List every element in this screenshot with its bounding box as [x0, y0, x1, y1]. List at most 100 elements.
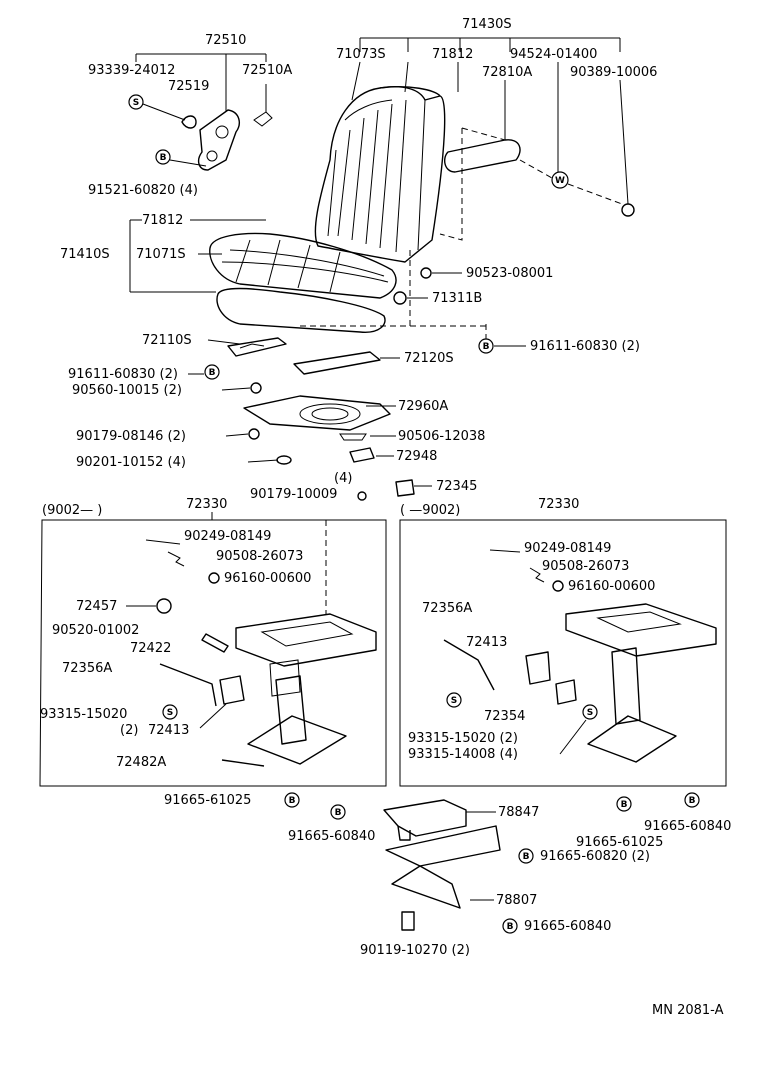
label-90249-left: 90249-08149 [184, 529, 271, 544]
washer-90201 [276, 455, 292, 465]
label-91665-60840-left: 91665-60840 [288, 829, 375, 844]
label-72510: 72510 [205, 33, 246, 48]
pedestal-right [565, 603, 717, 763]
lever-72356A-right [443, 639, 495, 691]
label-71073S: 71073S [336, 47, 386, 62]
label-72422: 72422 [130, 641, 171, 656]
label-90523-08001: 90523-08001 [466, 266, 553, 281]
label-93315-15020-right: 93315-15020 (2) [408, 731, 518, 746]
label-72110S: 72110S [142, 333, 192, 348]
label-90520-01002: 90520-01002 [52, 623, 139, 638]
label-93315-14008: 93315-14008 (4) [408, 747, 518, 762]
label-72810A: 72810A [482, 65, 532, 80]
symbol-B-91521: B [155, 149, 171, 165]
label-96160-left: 96160-00600 [224, 571, 311, 586]
bracket-72354 [555, 679, 577, 705]
spring-90508-left [167, 551, 185, 567]
pin-72422 [201, 633, 229, 653]
symbol-B-91665-61025-right: B [616, 796, 632, 812]
symbol-B-91665-60840-bottom: B [502, 918, 518, 934]
label-72330-left: 72330 [186, 497, 227, 512]
label-91665-60840-right: 91665-60840 [644, 819, 731, 834]
label-71071S: 71071S [136, 247, 186, 262]
label-93339-24012: 93339-24012 [88, 63, 175, 78]
armrest-72810A [439, 127, 521, 241]
label-72345: 72345 [436, 479, 477, 494]
recliner-plate [197, 109, 240, 171]
label-72330-right: 72330 [538, 497, 579, 512]
frame-right [399, 519, 727, 787]
label-90506-12038: 90506-12038 [398, 429, 485, 444]
label-72413-right: 72413 [466, 635, 507, 650]
track-72110S [227, 337, 287, 357]
symbol-W: W [551, 171, 569, 189]
label-72960A: 72960A [398, 399, 448, 414]
label-91611-60830-left: 91611-60830 (2) [68, 367, 178, 382]
bolt-90119 [401, 911, 415, 931]
spring-72510A [253, 111, 273, 127]
knob-72457 [156, 598, 172, 614]
bolt-90249-left [145, 539, 181, 545]
label-91665-61025-left: 91665-61025 [164, 793, 251, 808]
symbol-B-91665-61025-left: B [284, 792, 300, 808]
cap-72519 [181, 115, 197, 129]
nut-96160-left [208, 572, 220, 584]
svg-text:B: B [483, 342, 490, 352]
label-90508-right: 90508-26073 [542, 559, 629, 574]
label-72948: 72948 [396, 449, 437, 464]
cap-71311B [393, 291, 407, 305]
svg-text:B: B [507, 922, 514, 932]
swivel-base-72960A [243, 395, 391, 431]
svg-text:B: B [209, 368, 216, 378]
symbol-B-91665-60840-right: B [684, 792, 700, 808]
label-91665-61025-right: 91665-61025 [576, 835, 663, 850]
nut-90179-08146 [248, 428, 260, 440]
label-71410S: 71410S [60, 247, 110, 262]
label-72354: 72354 [484, 709, 525, 724]
bolt-90249-right [489, 549, 521, 553]
diagram-code: MN 2081-A [652, 1003, 724, 1018]
svg-text:S: S [587, 708, 593, 718]
bracket-71410S [129, 219, 266, 293]
label-78807: 78807 [496, 893, 537, 908]
bracket-78807 [385, 825, 501, 909]
label-72482A: 72482A [116, 755, 166, 770]
label-90119-10270: 90119-10270 (2) [360, 943, 470, 958]
label-91521-60820: 91521-60820 (4) [88, 183, 198, 198]
symbol-B-91665-60840-left: B [330, 804, 346, 820]
lever-72356A-left [159, 663, 217, 707]
label-90389-10006: 90389-10006 [570, 65, 657, 80]
label-72120S: 72120S [404, 351, 454, 366]
bracket-71430S [359, 37, 621, 52]
label-96160-right: 96160-00600 [568, 579, 655, 594]
label-90560-10015: 90560-10015 (2) [72, 383, 182, 398]
label-72356A-left: 72356A [62, 661, 112, 676]
pin-72482A [221, 759, 265, 767]
cap-90389-10006 [621, 203, 635, 217]
bracket-78847 [383, 799, 467, 841]
nut-90179-10009 [357, 491, 367, 501]
label-range-left: (9002— ) [42, 503, 102, 518]
label-2-qty-left: (2) [120, 723, 138, 738]
bracket-72345 [395, 479, 415, 497]
label-91611-60830-right: 91611-60830 (2) [530, 339, 640, 354]
svg-text:W: W [555, 176, 565, 186]
pad-72948 [349, 447, 375, 463]
svg-text:B: B [160, 153, 167, 163]
spring-90506 [339, 433, 367, 441]
label-90179-08146: 90179-08146 (2) [76, 429, 186, 444]
spring-90508-right [529, 567, 545, 583]
label-71311B: 71311B [432, 291, 482, 306]
label-90179-10009: 90179-10009 [250, 487, 337, 502]
label-93315-left: 93315-15020 [40, 707, 127, 722]
clip-90523 [420, 267, 432, 279]
nut-96160-right [552, 580, 564, 592]
symbol-S-93315-left: S [162, 704, 178, 720]
label-72356A-right: 72356A [422, 601, 472, 616]
bracket-72413-left [219, 675, 245, 705]
frame-left [39, 519, 387, 787]
seat-back [314, 86, 446, 263]
label-72457: 72457 [76, 599, 117, 614]
